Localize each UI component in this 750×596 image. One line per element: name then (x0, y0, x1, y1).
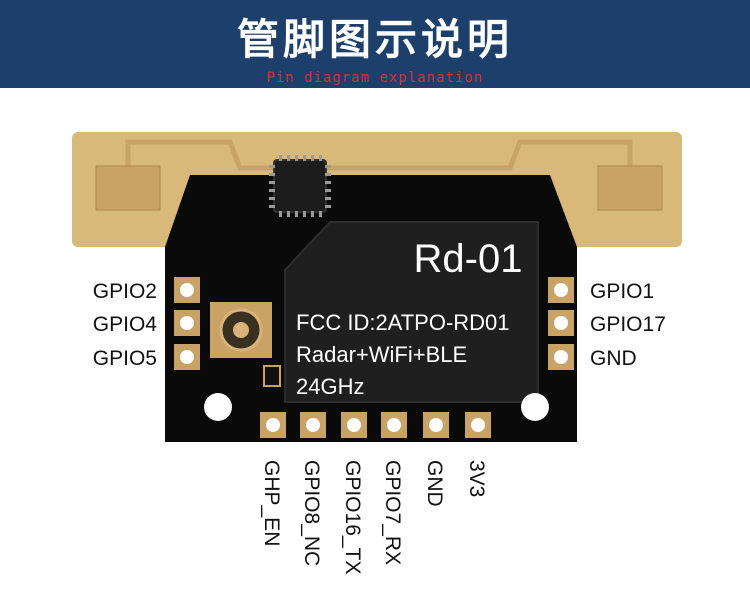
header-banner (0, 0, 750, 88)
page-title: 管脚图示说明 (236, 15, 513, 64)
pin-label-left: GPIO2 (93, 280, 157, 303)
pin-label-right: GPIO17 (590, 313, 666, 336)
pin-pad-bottom (300, 412, 326, 438)
pin-pad-right (548, 310, 574, 336)
pin-label-right: GND (590, 347, 637, 370)
pin-pad-bottom (260, 412, 286, 438)
pin-label-left: GPIO4 (93, 313, 158, 336)
pin-label-bottom: GND (423, 460, 446, 507)
pin-pad-left (174, 344, 200, 370)
antenna-trace (125, 139, 633, 171)
pin-label-bottom: GPIO16_TX (341, 460, 364, 574)
pin-pad-bottom (465, 412, 491, 438)
pin-pad-left (174, 310, 200, 336)
pin-label-bottom: 3V3 (465, 460, 488, 497)
mounting-hole-right (521, 393, 549, 421)
smd-component (263, 365, 281, 387)
mounting-hole-left (204, 393, 232, 421)
pin-pad-left (174, 277, 200, 303)
pin-pad-right (548, 277, 574, 303)
pin-label-bottom: GPIO8_NC (300, 460, 323, 566)
pin-pad-bottom (341, 412, 367, 438)
page-subtitle: Pin diagram explanation (266, 70, 484, 86)
pin-label-right: GPIO1 (590, 280, 654, 303)
pin-label-bottom: GHP_EN (260, 460, 283, 546)
module-name: Rd-01 (414, 237, 523, 281)
module-features: Radar+WiFi+BLE (296, 342, 467, 367)
antenna-pad-right (597, 165, 663, 211)
module-fcc-id: FCC ID:2ATPO-RD01 (296, 310, 510, 335)
ufl-connector (210, 302, 272, 358)
pin-pad-bottom (381, 412, 407, 438)
ic-chip (269, 155, 331, 217)
pin-label-left: GPIO5 (93, 347, 157, 370)
module-frequency: 24GHz (296, 374, 364, 399)
antenna-pad-left (95, 165, 161, 211)
pin-pad-bottom (423, 412, 449, 438)
pin-label-bottom: GPIO7_RX (381, 460, 404, 565)
pin-pad-right (548, 344, 574, 370)
module-shield (284, 221, 539, 403)
